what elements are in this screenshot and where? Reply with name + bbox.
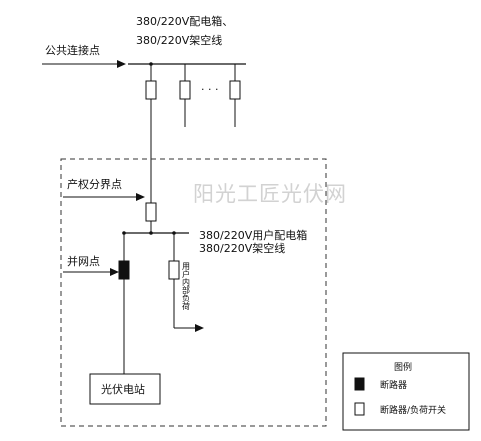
grid-connection-point-label: 并网点 [67, 254, 100, 268]
pv-breaker [118, 260, 130, 280]
grid-connection-arrowhead [110, 268, 119, 276]
legend-load-switch-icon [354, 402, 365, 416]
feeder-ellipsis: · · · [201, 83, 218, 96]
watermark-text: 阳光工匠光伏网 [193, 182, 347, 206]
top-bus-label-line1: 380/220V配电箱、 [136, 14, 233, 28]
property-boundary-arrowhead [136, 193, 145, 201]
feeder-2-breaker [179, 80, 191, 100]
user-boundary-box [60, 158, 327, 427]
user-bus-label-line1: 380/220V用户配电箱 [199, 228, 307, 242]
legend-load-switch-label: 断路器/负荷开关 [380, 404, 446, 416]
legend-breaker-label: 断路器 [380, 379, 407, 391]
load-breaker [168, 260, 180, 280]
property-boundary-breaker [145, 202, 157, 222]
property-boundary-point-label: 产权分界点 [67, 177, 122, 191]
legend-breaker-icon [354, 377, 365, 391]
load-arrowhead [195, 324, 204, 332]
user-bus-label-line2: 380/220V架空线 [199, 241, 285, 255]
top-bus-label-line2: 380/220V架空线 [136, 33, 222, 47]
legend-box [342, 352, 470, 431]
feeder-3-breaker [229, 80, 241, 100]
pv-station-label: 光伏电站 [101, 382, 145, 396]
user-bus-junction-main [149, 231, 153, 235]
public-connection-point-label: 公共连接点 [45, 44, 100, 57]
main-feeder-breaker [145, 80, 157, 100]
public-connection-arrowhead [117, 60, 126, 68]
pv-station-box [89, 373, 161, 405]
user-internal-load-label: 用户内部负荷 [182, 262, 191, 311]
legend-title: 图例 [394, 361, 412, 373]
